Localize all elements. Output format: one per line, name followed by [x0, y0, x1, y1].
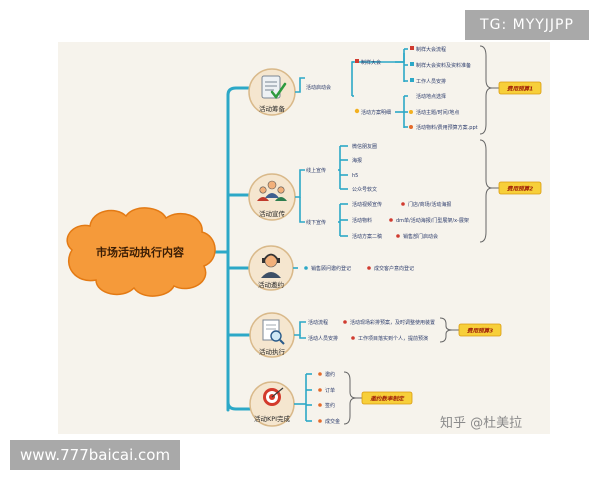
kpi-leaf-1: 邀约 [325, 371, 335, 378]
document-magnifier-icon [262, 319, 285, 345]
bullet-yellow-icon [354, 108, 360, 114]
promo-offline-leaf-2: 活动物料 [352, 217, 372, 224]
bullet-icon [318, 388, 322, 392]
bullet-icon [318, 403, 322, 407]
invite-leaf-1: 销售顾问邀约登记 [311, 265, 351, 272]
budget-3-label: 费用预算3 [467, 328, 493, 335]
root-label: 市场活动执行内容 [96, 245, 184, 259]
bullet-icon [409, 125, 413, 129]
prep-b-leaf-3: 活动物料/费用预算方案.ppt [416, 124, 478, 131]
prep-b-leaf-2: 活动主题/时间/地点 [416, 109, 459, 116]
root-cloud: 市场活动执行内容 [66, 207, 216, 297]
bullet-icon [318, 372, 322, 376]
promo-offline-detail-1: 门店/商场/活动海报 [408, 201, 451, 208]
invite-subtree: 销售顾问邀约登记 成交客户意向登记 [293, 265, 414, 272]
invite-leaf-2: 成交客户意向登记 [374, 265, 414, 272]
branch-kpi: 活动KPI完成 [249, 381, 295, 427]
promo-subtree: 线上宣传 线下宣传 微信朋友圈 海报 h5 公众号软文 活动视频宣传 活动物料 … [295, 139, 542, 243]
branch-invite: 活动邀约 [248, 245, 294, 291]
people-group-icon [257, 180, 287, 201]
kpi-subtree: 邀约 订单 签约 成交金 邀约数率制定 [294, 371, 413, 425]
kpi-leaf-4: 成交金 [325, 418, 340, 425]
bullet-icon [410, 78, 414, 82]
bullet-icon [389, 218, 393, 222]
bullet-red-icon [355, 59, 359, 63]
bullet-icon [367, 266, 371, 270]
promo-online-leaf-3: h5 [352, 173, 358, 179]
promo-online-leaf-2: 海报 [352, 157, 362, 164]
bullet-icon [410, 46, 414, 50]
exec-leaf-1-detail: 活动现场彩排预案，及时调整使用装置 [350, 319, 435, 326]
prep-a-label: 制样大会 [361, 59, 381, 66]
headset-agent-icon [261, 253, 281, 278]
promo-online-leaf-4: 公众号软文 [352, 186, 377, 193]
bullet-icon [396, 234, 400, 238]
watermark-top-right: TG: MYYJJPP [465, 10, 589, 40]
promo-offline-detail-2: dm单/活动海报/门型展架/x-展架 [396, 217, 469, 224]
exec-leaf-1: 活动流程 [308, 319, 328, 326]
budget-badge-2: 费用预算2 [498, 181, 542, 195]
kpi-leaf-2: 订单 [325, 387, 335, 394]
exec-leaf-2: 活动人员安排 [308, 335, 338, 342]
budget-badge-1: 费用预算1 [498, 81, 542, 95]
prep-b-leaf-1: 活动地点选择 [416, 93, 446, 100]
prep-group-label: 活动启动会 [306, 84, 331, 91]
branch-kpi-label: 活动KPI完成 [254, 414, 291, 423]
exec-subtree: 活动流程 活动现场彩排预案，及时调整使用装置 活动人员安排 工作项目落实到个人，… [294, 317, 502, 343]
branch-prep-label: 活动筹备 [259, 104, 286, 113]
clipboard-check-icon [261, 75, 287, 100]
promo-offline-leaf-3: 活动方案二稿 [352, 233, 382, 240]
budget-1-label: 费用预算1 [507, 86, 533, 93]
budget-2-label: 费用预算2 [507, 186, 533, 193]
promo-online-label: 线上宣传 [306, 167, 326, 174]
prep-a-leaf-3: 工作人员安排 [416, 78, 446, 85]
bullet-icon [351, 336, 355, 340]
prep-b-label: 活动方案明细 [361, 109, 391, 116]
prep-subtree: 活动启动会 制样大会 活动方案明细 制样大会流程 制样大会资料及资料准备 工作人… [295, 45, 542, 135]
prep-a-leaf-2: 制样大会资料及资料准备 [416, 62, 471, 69]
branch-exec-label: 活动执行 [259, 347, 286, 356]
bullet-icon [304, 266, 308, 270]
bullet-icon [409, 110, 413, 114]
watermark-bottom-left: www.777baicai.com [10, 440, 180, 470]
kpi-result-label: 邀约数率制定 [370, 396, 405, 403]
bullet-icon [410, 62, 414, 66]
target-arrow-icon [263, 387, 284, 406]
prep-a-leaf-1: 制样大会流程 [416, 46, 446, 53]
branch-promo-label: 活动宣传 [259, 209, 286, 218]
bullet-icon [401, 202, 405, 206]
budget-badge-3: 费用预算3 [458, 323, 502, 337]
promo-offline-leaf-1: 活动视频宣传 [352, 201, 382, 208]
bullet-icon [343, 320, 347, 324]
watermark-zhihu: 知乎 @杜美拉 [440, 416, 523, 431]
branch-exec: 活动执行 [249, 312, 295, 358]
exec-leaf-2-detail: 工作项目落实到个人，提前预演 [358, 335, 428, 342]
branch-prep: 活动筹备 [248, 68, 296, 116]
promo-offline-label: 线下宣传 [306, 219, 326, 226]
bullet-icon [318, 419, 322, 423]
branch-invite-label: 活动邀约 [258, 280, 284, 289]
kpi-leaf-3: 签约 [325, 402, 335, 409]
promo-online-leaf-1: 微信朋友圈 [352, 143, 377, 150]
kpi-result-badge: 邀约数率制定 [361, 391, 413, 405]
branch-promo: 活动宣传 [248, 173, 296, 221]
promo-offline-detail-3: 销售部门启动会 [403, 233, 438, 240]
